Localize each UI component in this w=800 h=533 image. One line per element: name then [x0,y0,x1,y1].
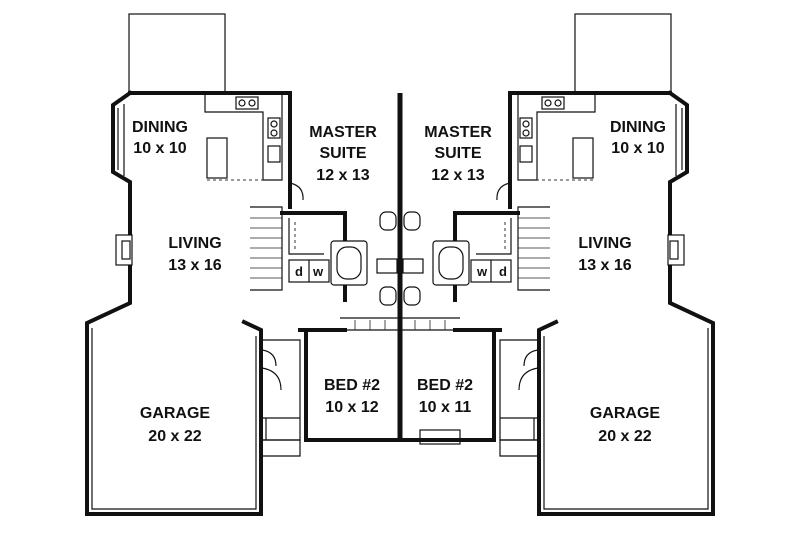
right-master-size: 12 x 13 [431,167,484,184]
left-dining-size: 10 x 10 [133,140,186,157]
left-living-label: LIVING [168,235,221,252]
right-master-label-1: MASTER [424,124,492,141]
left-dryer-label: d [295,264,303,279]
right-living-label: LIVING [578,235,631,252]
right-dining-size: 10 x 10 [611,140,664,157]
right-dining-label: DINING [610,119,666,136]
right-patio [574,13,672,95]
right-dryer-label: d [499,264,507,279]
left-kitchen-island [206,137,228,179]
left-unit [85,13,400,516]
left-washer-label: w [312,264,324,279]
left-garage-wall [91,328,257,510]
right-living-size: 13 x 16 [578,257,631,274]
left-patio [128,13,226,95]
left-bed2-label: BED #2 [324,377,380,394]
left-garage-label: GARAGE [140,405,211,422]
left-master-label-1: MASTER [309,124,377,141]
right-master-label-2: SUITE [434,145,481,162]
left-kitchen-counter [204,93,283,181]
left-living-size: 13 x 16 [168,257,221,274]
left-garage-size: 20 x 22 [148,428,201,445]
right-garage-size: 20 x 22 [598,428,651,445]
left-master-size: 12 x 13 [316,167,369,184]
left-stair [250,206,283,291]
right-bed2-label: BED #2 [417,377,473,394]
right-kitchen-island [572,137,594,179]
left-master-label-2: SUITE [319,145,366,162]
left-tub [330,240,368,286]
right-top-wall [508,91,672,185]
left-exterior-wall [85,90,263,516]
left-top-wall [128,91,292,185]
left-bed2-wall [304,328,400,442]
right-kitchen-counter [517,93,596,181]
left-dining-label: DINING [132,119,188,136]
right-washer-label: w [476,264,488,279]
right-unit [400,13,715,516]
right-fireplace [667,234,685,266]
right-garage-wall [543,328,709,510]
right-garage-label: GARAGE [590,405,661,422]
left-bed2-size: 10 x 12 [325,399,378,416]
right-bed2-wall [400,328,496,442]
right-bed2-size: 10 x 11 [419,399,472,416]
right-tub [432,240,470,286]
right-stair [517,206,550,291]
right-exterior-wall [537,90,715,516]
left-fireplace [115,234,133,266]
